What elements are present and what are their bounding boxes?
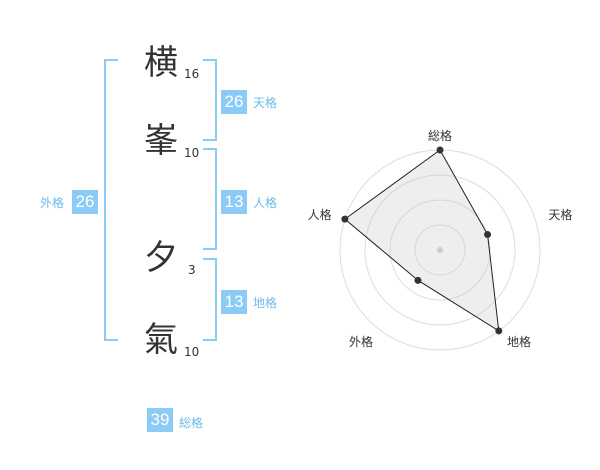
radar-center-dot	[437, 247, 443, 253]
radar-axis-label-2: 天格	[548, 207, 572, 222]
stroke-count-2: 10	[184, 146, 200, 160]
radar-point-1	[436, 146, 444, 154]
stroke-count-4: 10	[184, 345, 200, 359]
radar-point-4	[414, 276, 422, 284]
radar-series-polygon	[344, 149, 500, 332]
tenkaku-label: 天格	[253, 96, 278, 110]
jinkaku-value: 13	[221, 190, 247, 214]
jinkaku-label: 人格	[253, 196, 278, 210]
gaikaku-value: 26	[72, 190, 98, 214]
stroke-count-3: 3	[188, 263, 196, 277]
gaikaku-label: 外格	[40, 196, 65, 210]
soukaku-label: 総格	[179, 416, 204, 430]
gaikaku-bracket	[104, 59, 118, 341]
jinkaku-bracket	[203, 148, 217, 250]
tenkaku-value: 26	[221, 90, 247, 114]
radar-ring	[414, 224, 466, 276]
stroke-count-1: 16	[184, 67, 200, 81]
soukaku-value: 39	[147, 408, 173, 432]
name-char-1: 横	[144, 43, 178, 83]
name-char-4: 氣	[144, 320, 178, 360]
radar-ring	[389, 199, 491, 301]
chikaku-bracket	[203, 258, 217, 341]
chikaku-label: 地格	[253, 296, 278, 310]
tenkaku-bracket	[203, 59, 217, 141]
radar-point-3	[495, 327, 503, 335]
radar-ring	[364, 174, 516, 326]
radar-axis-label-5: 人格	[308, 207, 332, 222]
radar-axis-label-4: 外格	[349, 334, 373, 349]
radar-axis-label-3: 地格	[507, 334, 531, 349]
name-char-3: 夕	[144, 238, 178, 278]
radar-point-5	[341, 215, 349, 223]
radar-point-2	[484, 231, 492, 239]
radar-axis-label-1: 総格	[428, 128, 452, 143]
name-char-2: 峯	[144, 121, 178, 161]
chikaku-value: 13	[221, 290, 247, 314]
